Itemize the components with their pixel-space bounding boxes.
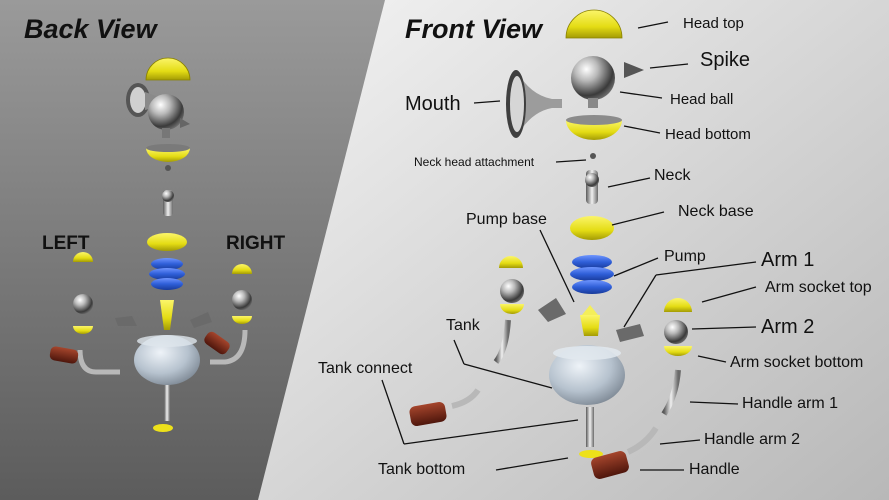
label-handle-arm-1: Handle arm 1 [742, 395, 839, 412]
label-tank-bottom: Tank bottom [378, 461, 466, 478]
label-neck-base: Neck base [678, 203, 754, 220]
label-handle: Handle [689, 461, 740, 478]
label-arm-2: Arm 2 [761, 316, 815, 338]
label-tank-connect: Tank connect [318, 360, 413, 377]
label-pump: Pump [664, 248, 706, 265]
back-view-parts [49, 57, 252, 432]
label-arm-1: Arm 1 [761, 249, 815, 271]
label-arm-socket-bottom: Arm socket bottom [730, 354, 864, 371]
front-view-title: Front View [405, 14, 543, 44]
label-neck-head-attachment: Neck head attachment [414, 155, 535, 169]
label-arm-socket-top: Arm socket top [765, 279, 872, 296]
label-mouth: Mouth [405, 93, 461, 115]
label-tank: Tank [446, 317, 480, 334]
label-head-top: Head top [683, 15, 744, 32]
label-head-bottom: Head bottom [665, 126, 751, 143]
label-neck: Neck [654, 167, 691, 184]
back-view-title: Back View [24, 14, 157, 44]
label-pump-base: Pump base [466, 211, 547, 228]
left-side-label: LEFT [42, 233, 90, 254]
label-head-ball: Head ball [670, 91, 734, 108]
front-view-panel [258, 0, 889, 500]
label-handle-arm-2: Handle arm 2 [704, 431, 801, 448]
label-spike: Spike [700, 49, 751, 71]
leader-lines [381, 21, 757, 471]
front-view-parts [409, 9, 692, 479]
right-side-label: RIGHT [226, 233, 286, 254]
